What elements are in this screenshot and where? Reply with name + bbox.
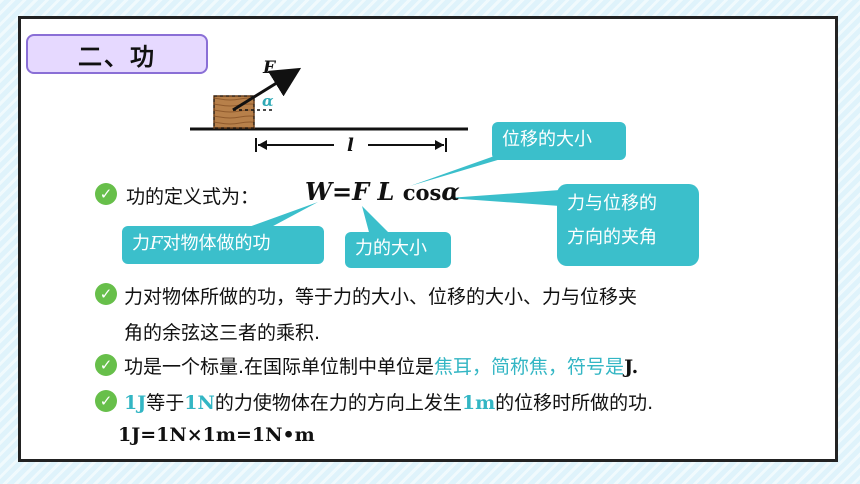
check-icon: ✓ xyxy=(95,283,117,305)
callout-angle-line1: 力与位移的 xyxy=(567,193,657,214)
bullet-2-highlight: 焦耳，简称焦，符号是 xyxy=(434,356,625,378)
bullet-1-line2: 角的余弦这三者的乘积. xyxy=(124,322,321,344)
unit-equation: 1J=1N×1m=1N•m xyxy=(118,424,315,446)
callout-pointer-work xyxy=(235,202,318,232)
callout-pointer-angle xyxy=(448,190,560,206)
bullet-2: 功是一个标量.在国际单位制中单位是焦耳，简称焦，符号是J. xyxy=(124,352,638,379)
check-icon: ✓ xyxy=(95,354,117,376)
check-icon: ✓ xyxy=(95,183,117,205)
callout-pointer-displacement xyxy=(410,154,518,186)
bullet-1-line1: 力对物体所做的功，等于力的大小、位移的大小、力与位移夹 xyxy=(124,286,638,308)
bullet-3-t3: 的位移时所做的功. xyxy=(495,392,654,414)
definition-label: 功的定义式为： xyxy=(126,186,260,208)
callout-work-by-force: 力F对物体做的功 xyxy=(122,226,324,264)
bullet-3-hl2: 1N xyxy=(184,392,215,414)
formula-w: W xyxy=(305,177,332,206)
callout-work-pre: 力 xyxy=(132,233,150,254)
callout-angle-line2: 方向的夹角 xyxy=(567,227,657,248)
bullet-3-hl1: 1J xyxy=(124,392,147,414)
callout-pointer-force xyxy=(362,206,392,236)
work-formula: W=F L cosα xyxy=(305,177,460,206)
distance-label: l xyxy=(347,135,354,156)
block-dashed-outline xyxy=(213,95,255,129)
bullet-3-hl3: 1m xyxy=(461,392,496,414)
bullet-3-t2: 的力使物体在力的方向上发生 xyxy=(214,392,462,414)
callout-angle: 力与位移的 方向的夹角 xyxy=(557,184,699,266)
bullet-3-t1: 等于 xyxy=(146,392,185,414)
callout-force-magnitude: 力的大小 xyxy=(345,232,451,268)
force-label: F xyxy=(262,58,277,78)
callout-work-post: 对物体做的功 xyxy=(162,233,271,254)
bullet-2-text: 功是一个标量.在国际单位制中单位是 xyxy=(124,356,435,378)
callout-work-f: F xyxy=(150,233,163,254)
angle-label: α xyxy=(262,92,274,110)
formula-alpha: α xyxy=(441,177,460,206)
bullet-3: 1J等于1N的力使物体在力的方向上发生1m的位移时所做的功. xyxy=(124,388,653,415)
formula-f: F xyxy=(352,177,370,206)
force-arrow xyxy=(232,67,302,112)
section-title: 二、功 xyxy=(26,34,208,74)
formula-l: L xyxy=(377,177,395,206)
formula-equals: = xyxy=(331,177,353,206)
formula-cos: cos xyxy=(402,180,442,205)
check-icon: ✓ xyxy=(95,390,117,412)
callout-displacement: 位移的大小 xyxy=(492,122,626,160)
bullet-2-unit: J. xyxy=(624,356,639,378)
